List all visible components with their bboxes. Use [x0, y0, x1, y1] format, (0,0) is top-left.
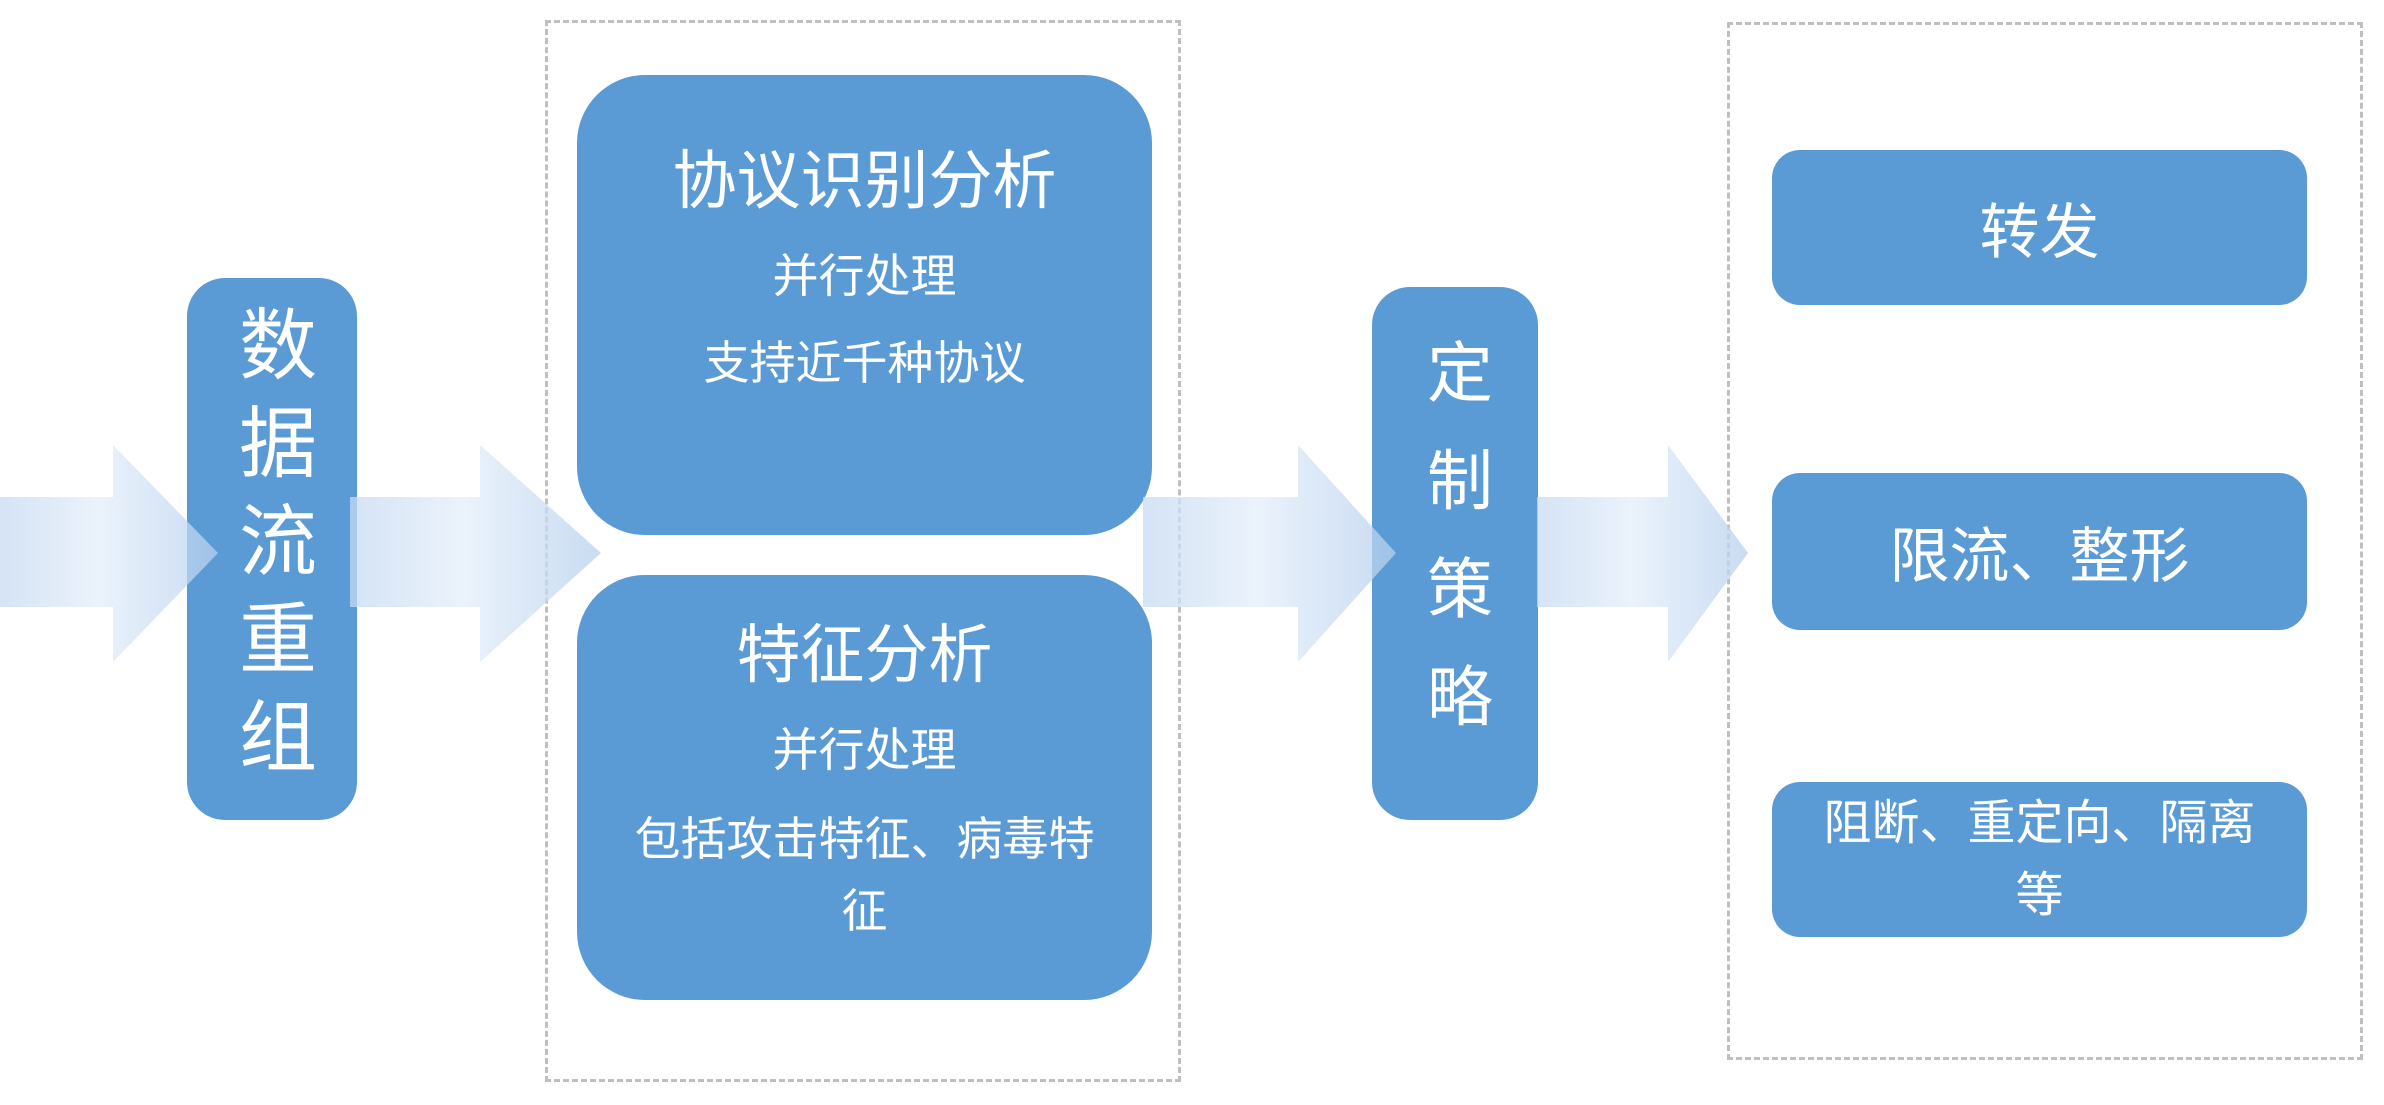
feature-analysis-title: 特征分析 — [736, 619, 993, 691]
data-stream-reassembly-label: 数据流重组 — [228, 304, 316, 794]
flow-arrow-policy-to-actions — [1537, 445, 1748, 662]
protocol-analysis-title: 协议识别分析 — [672, 145, 1057, 217]
feature-analysis-line1: 并行处理 — [772, 723, 957, 776]
protocol-analysis-line1: 并行处理 — [772, 249, 957, 302]
action-block-redirect-isolate-label: 阻断、重定向、隔离等 — [1823, 796, 2256, 922]
action-rate-limit-shaping-label: 限流、整形 — [1889, 523, 2190, 590]
feature-analysis-box: 特征分析 并行处理 包括攻击特征、病毒特征 — [577, 575, 1152, 1000]
protocol-analysis-box: 协议识别分析 并行处理 支持近千种协议 — [577, 75, 1152, 535]
custom-policy-label: 定制策略 — [1418, 337, 1492, 770]
feature-analysis-line2: 包括攻击特征、病毒特征 — [634, 813, 1095, 937]
data-stream-reassembly-box: 数据流重组 — [187, 278, 357, 820]
action-forward-label: 转发 — [1979, 199, 2100, 266]
action-forward-box: 转发 — [1772, 150, 2307, 305]
custom-policy-box: 定制策略 — [1372, 287, 1538, 820]
action-rate-limit-shaping-box: 限流、整形 — [1772, 473, 2307, 630]
action-block-redirect-isolate-box: 阻断、重定向、隔离等 — [1772, 782, 2307, 937]
flow-arrow-input — [0, 445, 218, 662]
protocol-analysis-line2: 支持近千种协议 — [703, 337, 1026, 390]
